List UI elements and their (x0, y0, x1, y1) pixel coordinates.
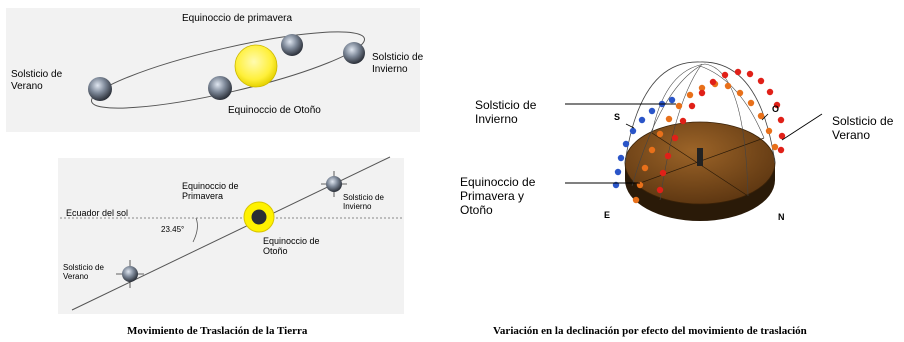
angle-arc (192, 217, 198, 243)
sky-east-label: E (604, 210, 611, 220)
dome-arc-3 (659, 63, 703, 201)
leader-o (761, 113, 769, 121)
earth-winter (343, 42, 365, 64)
caption-left: Movimiento de Traslación de la Tierra (127, 325, 308, 337)
ecliptic-spring-equinox-label: Equinoccio de Primavera (182, 181, 239, 202)
sky-summer-solstice-label: Solsticio de Verano (832, 114, 894, 142)
earth-spring (281, 34, 303, 56)
ecliptic-earth-summer (116, 260, 144, 288)
leader-summer (781, 113, 823, 141)
orbit-ellipse (90, 31, 366, 109)
dome-arc-2 (631, 65, 765, 187)
leader-s (625, 123, 635, 129)
ecliptic-winter-solstice-label: Solsticio de Invierno (343, 193, 384, 212)
orbit-autumn-equinox-label: Equinoccio de Otoño (228, 105, 321, 116)
equinox-path (632, 80, 779, 204)
orbit-spring-equinox-label: Equinoccio de primavera (182, 13, 293, 24)
sky-winter-solstice-label: Solsticio de Invierno (475, 98, 537, 126)
sun (234, 44, 278, 88)
ecliptic-angle-label: 23.45° (161, 225, 185, 234)
dome-arc-1 (651, 63, 749, 197)
ecliptic-summer-solstice-label: Solsticio de Verano (63, 263, 104, 282)
ecliptic-sun-equator-label: Ecuador del sol (66, 208, 129, 218)
sky-west-label: O (772, 104, 780, 114)
sky-south-label: S (614, 112, 621, 122)
dome-arc-meridian (624, 61, 776, 164)
sky-north-label: N (778, 212, 785, 222)
orbit-winter-solstice-label: Solsticio de Invierno (372, 52, 424, 75)
caption-right: Variación en la declinación por efecto d… (493, 325, 807, 337)
gnomon (697, 148, 703, 166)
earth-summer (88, 77, 112, 101)
ecliptic-earth-winter (321, 171, 347, 197)
orbit-summer-solstice-label: Solsticio de Verano (11, 69, 63, 92)
earth-autumn (208, 76, 232, 100)
ecliptic-sun-earth (251, 209, 267, 225)
sky-equinoxes-label: Equinoccio de Primavera y Otoño (460, 175, 536, 217)
orbit-figure-panel (6, 8, 420, 132)
ecliptic-autumn-equinox-label: Equinoccio de Otoño (263, 236, 320, 257)
summer-path (656, 68, 786, 194)
